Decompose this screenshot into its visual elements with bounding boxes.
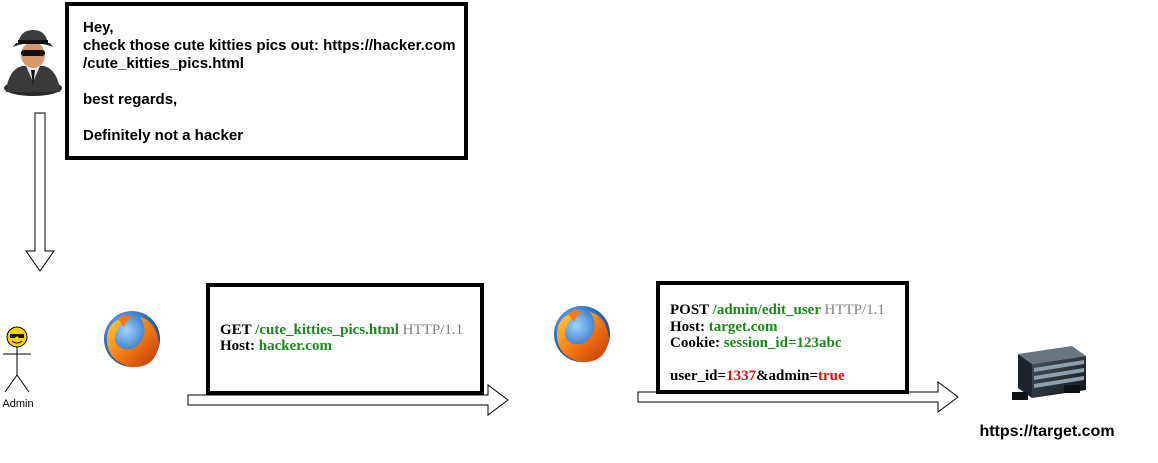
header-key: Host: [220, 338, 255, 354]
stick-figure-icon [3, 326, 31, 393]
request-path: /cute_kitties_pics.html [255, 322, 399, 338]
header-value: hacker.com [258, 338, 332, 354]
server-label: https://target.com [979, 423, 1115, 440]
right-arrow [187, 384, 509, 416]
cookie-header: Cookie: session_id=123abc [670, 335, 905, 352]
http-protocol: HTTP/1.1 [824, 302, 885, 318]
body-key: user_id= [670, 368, 727, 384]
phishing-email-box: Hey, check those cute kitties pics out: … [65, 2, 468, 160]
header-value: target.com [708, 318, 778, 335]
header-key: Host: [670, 318, 705, 335]
right-arrow [637, 381, 959, 413]
request-line: POST /admin/edit_user HTTP/1.1 [670, 302, 905, 319]
email-line: best regards, [83, 91, 178, 108]
down-arrow [25, 112, 55, 272]
email-line: check those cute kitties pics out: https… [83, 37, 456, 54]
body-value: 1337 [726, 368, 757, 384]
email-line: Hey, [83, 19, 114, 36]
body-key: &admin= [756, 368, 818, 384]
server-icon [1012, 346, 1086, 400]
host-header: Host: target.com [670, 319, 905, 336]
blank-line [670, 352, 905, 369]
http-protocol: HTTP/1.1 [402, 322, 464, 338]
admin-label: Admin [2, 398, 34, 410]
email-line [83, 109, 464, 127]
request-line: GET /cute_kitties_pics.html HTTP/1.1 [220, 322, 480, 338]
firefox-icon [104, 311, 160, 368]
header-value: session_id=123abc [723, 335, 842, 351]
hacker-icon [4, 30, 62, 96]
firefox-icon [554, 306, 610, 363]
email-line: /cute_kitties_pics.html [83, 55, 244, 72]
host-header: Host: hacker.com [220, 338, 480, 354]
post-request-box: POST /admin/edit_user HTTP/1.1 Host: tar… [656, 281, 909, 394]
get-request-box: GET /cute_kitties_pics.html HTTP/1.1 Hos… [206, 283, 484, 395]
email-line: Definitely not a hacker [83, 127, 244, 144]
email-line [83, 73, 464, 91]
request-path: /admin/edit_user [712, 302, 821, 318]
header-key: Cookie: [670, 335, 720, 351]
request-body: user_id=1337&admin=true [670, 368, 905, 385]
http-method: GET [220, 322, 252, 338]
body-value: true [817, 368, 845, 384]
http-method: POST [670, 302, 709, 318]
